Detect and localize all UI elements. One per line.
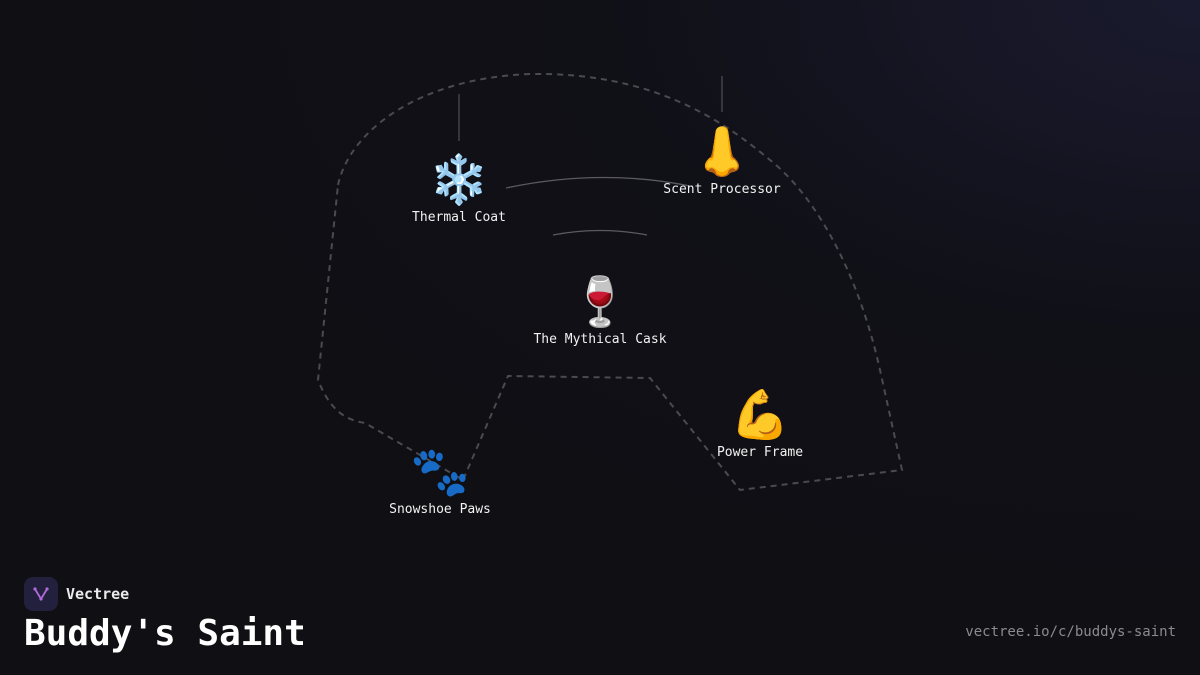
node-power-frame[interactable]: 💪 Power Frame [717, 387, 803, 460]
page-url[interactable]: vectree.io/c/buddys-saint [965, 624, 1176, 640]
node-thermal-coat[interactable]: ❄️ Thermal Coat [412, 152, 506, 225]
node-mythical-cask[interactable]: 🍷 The Mythical Cask [533, 274, 666, 347]
flexed-biceps-icon: 💪 [730, 387, 790, 443]
node-label: Power Frame [716, 445, 804, 460]
thermal-scent-arc [505, 176, 691, 189]
paw-prints-icon: 🐾 [410, 444, 470, 500]
cask-arc [552, 229, 648, 236]
node-label: Thermal Coat [412, 210, 506, 225]
vectree-logo-icon [24, 577, 58, 611]
node-label: The Mythical Cask [533, 332, 667, 347]
snowflake-icon: ❄️ [429, 152, 489, 208]
node-snowshoe-paws[interactable]: 🐾 Snowshoe Paws [389, 444, 491, 517]
page-title: Buddy's Saint [24, 613, 306, 654]
wine-glass-icon: 🍷 [570, 274, 630, 330]
body-outline [316, 72, 904, 492]
node-scent-processor[interactable]: 👃 Scent Processor [663, 124, 780, 197]
brand[interactable]: Vectree [24, 577, 129, 611]
node-label: Snowshoe Paws [389, 502, 491, 517]
nose-icon: 👃 [692, 124, 752, 180]
brand-name: Vectree [66, 585, 130, 603]
node-label: Scent Processor [663, 182, 781, 197]
